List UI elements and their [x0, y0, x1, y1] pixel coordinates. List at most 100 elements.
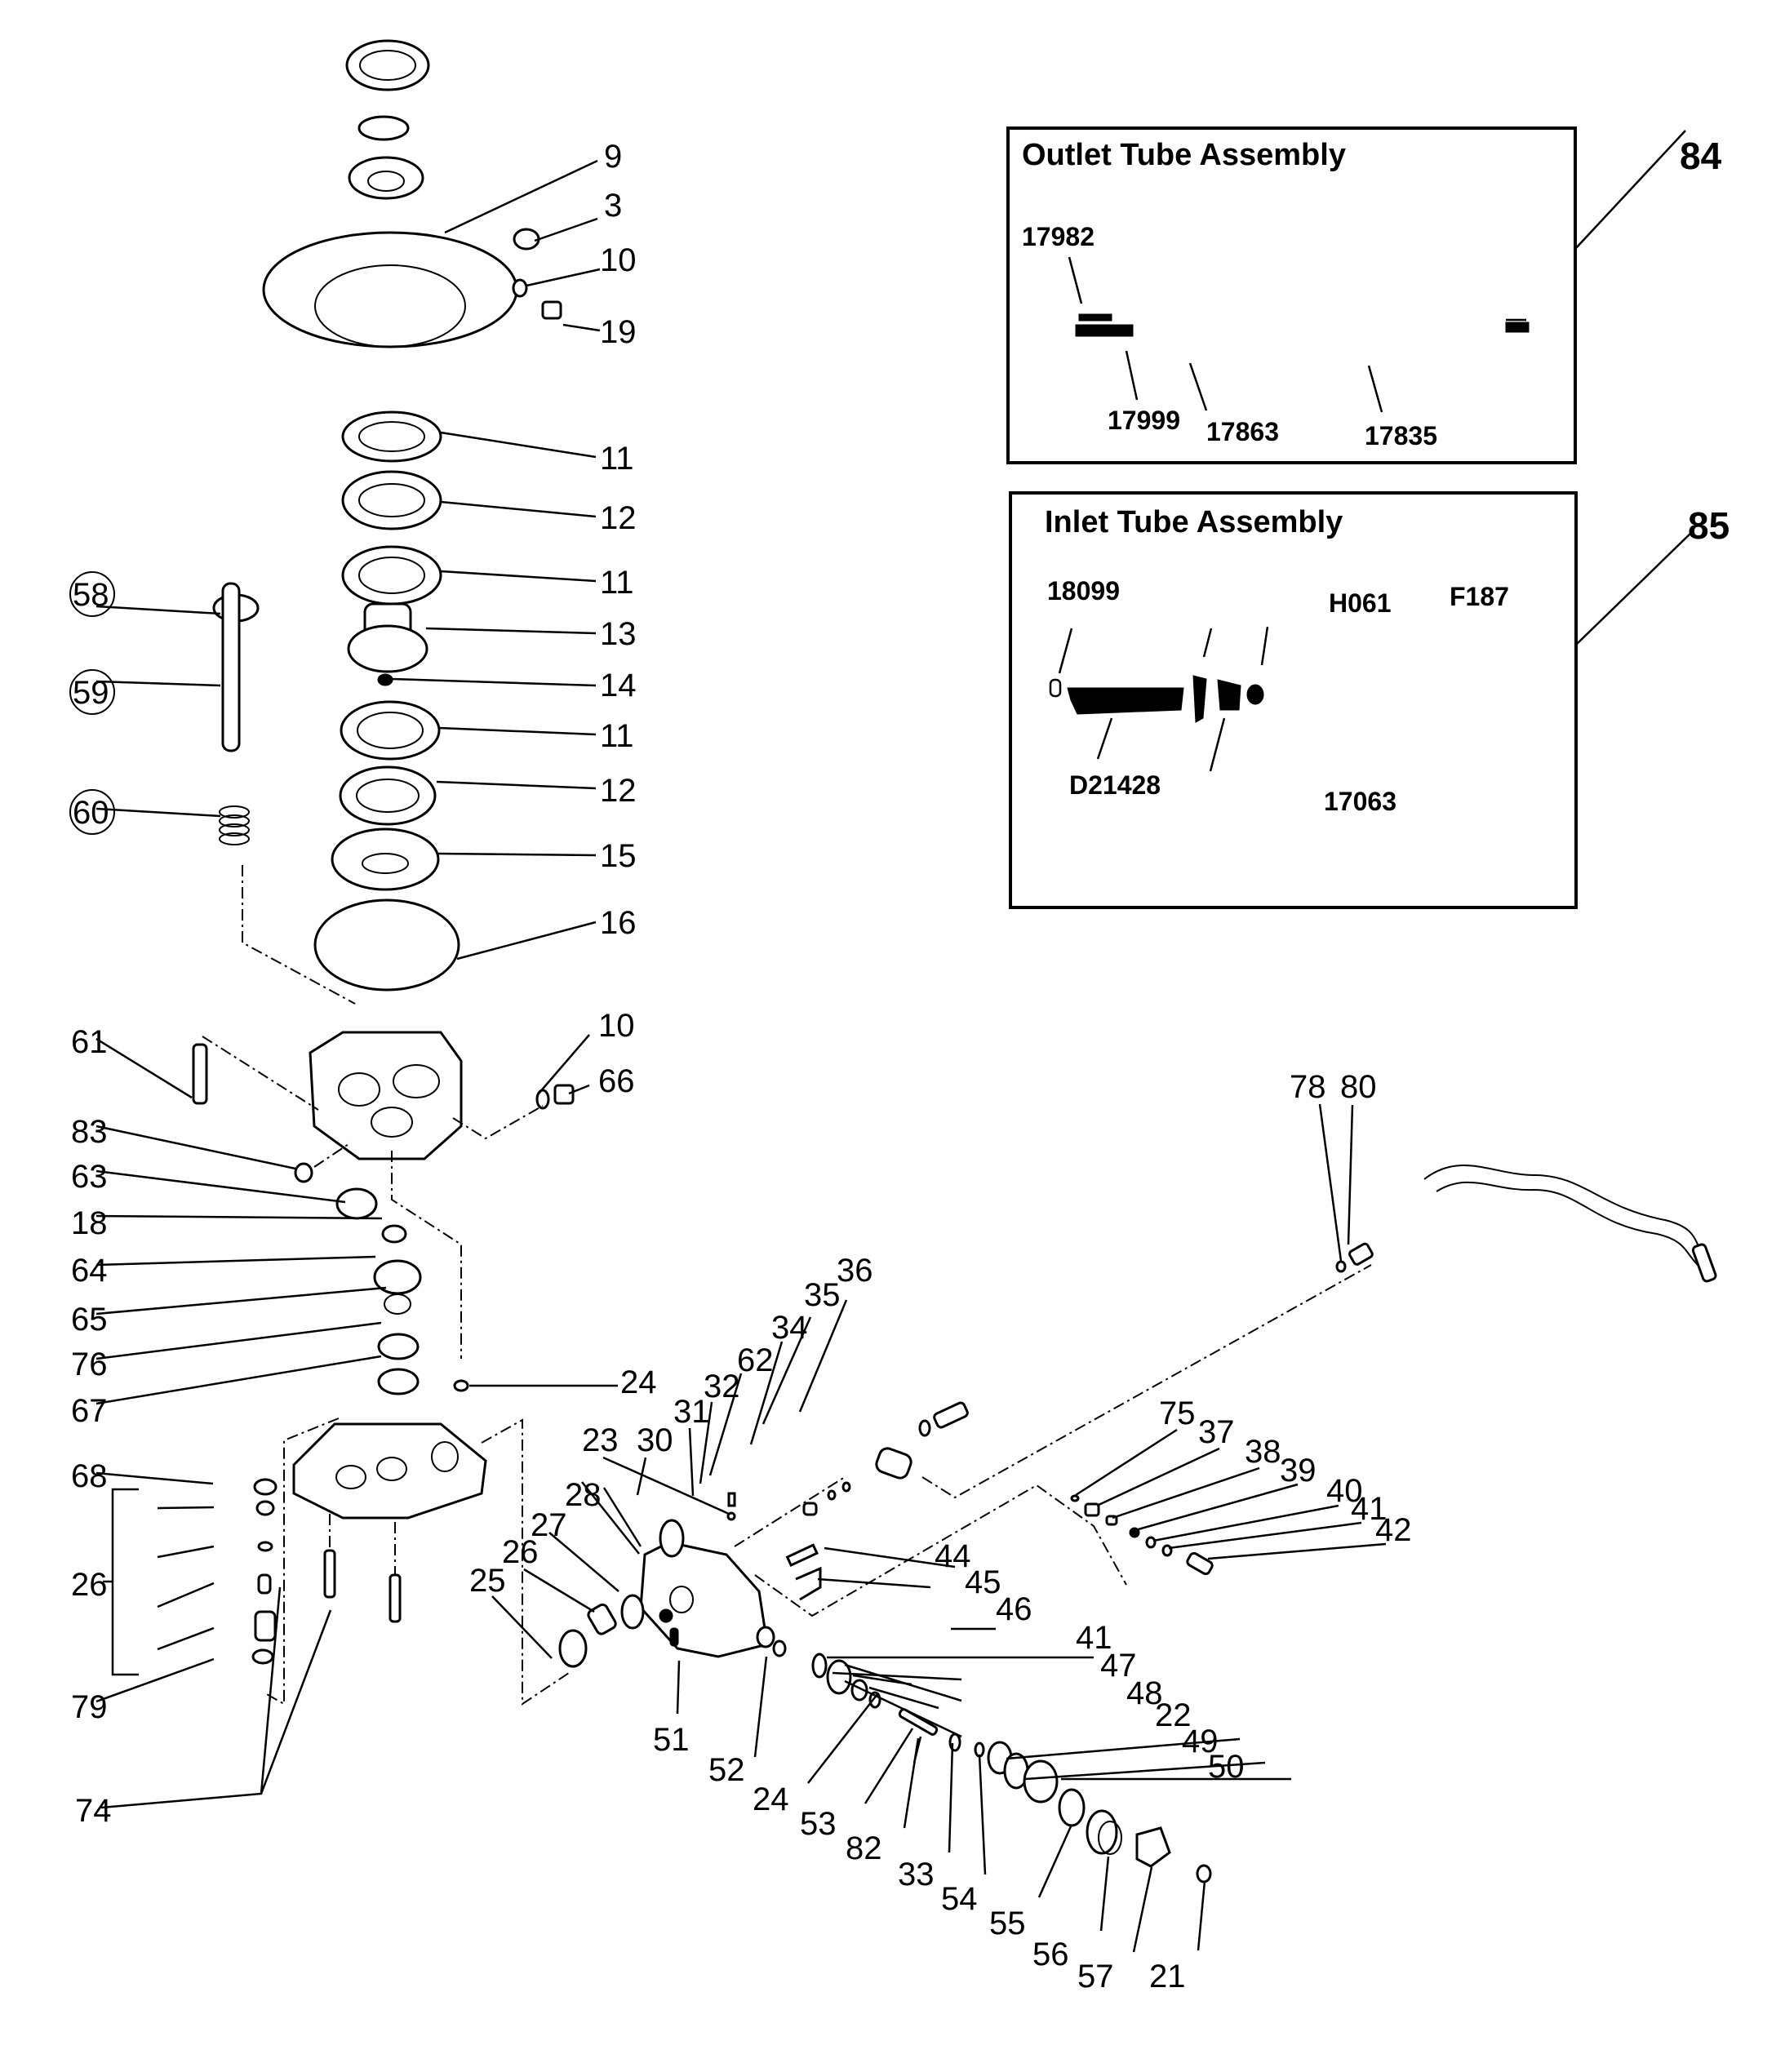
- unloader-body: [639, 1541, 769, 1658]
- callout-circle: [69, 669, 115, 715]
- bolt-part: [389, 1573, 402, 1623]
- cap-nut-part: [1135, 1826, 1171, 1868]
- callout-27: 27: [531, 1507, 567, 1543]
- callout-circle: [69, 571, 115, 617]
- part-number: F187: [1450, 582, 1509, 611]
- washer-part: [1058, 1788, 1086, 1827]
- seal-part: [341, 470, 442, 530]
- snap-ring-part: [357, 115, 410, 141]
- port: [376, 1457, 407, 1481]
- callout-25: 25: [469, 1563, 506, 1599]
- port: [669, 1586, 694, 1613]
- callout-23: 23: [582, 1422, 619, 1458]
- plug-part: [513, 228, 540, 251]
- seal-part: [974, 1741, 985, 1758]
- callout-49: 49: [1182, 1724, 1219, 1759]
- assembly-line: [313, 1142, 352, 1168]
- port: [338, 1072, 380, 1107]
- seal-part: [358, 483, 425, 517]
- pump-head-body: [309, 1031, 463, 1160]
- inset-inlet-tube-assembly: Inlet Tube Assembly 85 18099 H061 F187 D…: [1009, 491, 1729, 909]
- oil-seal-part: [345, 39, 430, 91]
- arrow: [1058, 628, 1073, 674]
- oring-part: [772, 1639, 787, 1657]
- callout-40: 40: [1326, 1473, 1363, 1509]
- part-number: 17863: [1206, 417, 1279, 446]
- callout-10: 10: [598, 1008, 635, 1044]
- spring-part: [1086, 1809, 1118, 1855]
- oring-part: [1070, 1494, 1080, 1502]
- crankcase-assembly: [262, 39, 562, 348]
- ball-part: [726, 1511, 736, 1521]
- manifold: [264, 1418, 570, 1706]
- callout-44: 44: [935, 1538, 971, 1574]
- callout-circle: [69, 789, 115, 835]
- inlet-fitting-part: [1217, 679, 1241, 711]
- assembly-line: [202, 1036, 319, 1111]
- callout-10: 10: [600, 242, 637, 278]
- callout-59: 59: [73, 675, 109, 711]
- valve-cage-part: [254, 1610, 277, 1642]
- plug-part: [553, 1084, 575, 1105]
- hose-assembly: [1070, 1165, 1717, 1576]
- seal-part: [356, 779, 420, 813]
- inset-title: Outlet Tube Assembly: [1022, 138, 1346, 172]
- inset-outlet-tube-assembly: Outlet Tube Assembly 84 17982 17999 1786…: [1006, 126, 1722, 464]
- unloader-parts: [212, 582, 356, 1005]
- callout-11: 11: [600, 441, 634, 477]
- washer-part: [251, 1648, 274, 1665]
- callout-60: 60: [73, 795, 109, 831]
- crankcase-flange-part: [262, 231, 518, 348]
- inlet-washer-part: [1049, 678, 1062, 698]
- seat-part: [1023, 1759, 1059, 1804]
- port: [335, 1465, 366, 1489]
- callout-16: 16: [600, 905, 637, 941]
- push-rod-part: [221, 582, 241, 752]
- arrow: [1096, 717, 1113, 760]
- leader-lines: [95, 159, 1387, 1953]
- callout-54: 54: [941, 1881, 978, 1917]
- part-number: 18099: [1047, 576, 1120, 606]
- assembly-line: [481, 1418, 570, 1706]
- callout-55: 55: [989, 1906, 1026, 1941]
- callout-41: 41: [1076, 1620, 1112, 1656]
- callout-32: 32: [704, 1369, 740, 1404]
- inset-frame: [1009, 491, 1578, 909]
- bolt-part: [192, 1043, 208, 1105]
- callout-34: 34: [771, 1310, 808, 1346]
- oring-part: [1145, 1536, 1157, 1549]
- bolt-part: [785, 1543, 819, 1568]
- screw-part: [727, 1492, 736, 1507]
- callout-21: 21: [1149, 1959, 1186, 1994]
- callout-33: 33: [898, 1857, 935, 1892]
- callout-61: 61: [71, 1024, 108, 1060]
- outlet-fitting-part: [1505, 322, 1530, 333]
- valve-stack: [335, 1187, 469, 1395]
- callout-65: 65: [71, 1302, 108, 1338]
- plug-part: [294, 1162, 313, 1183]
- callout-82: 82: [846, 1830, 882, 1866]
- callout-28: 28: [565, 1477, 602, 1513]
- callout-67: 67: [71, 1393, 108, 1429]
- part-number: 17835: [1365, 421, 1437, 450]
- seal-stack: [313, 410, 460, 992]
- bearing-part: [348, 156, 424, 200]
- crankcase-body-part: [314, 264, 466, 348]
- callout-66: 66: [598, 1063, 635, 1099]
- callout-74: 74: [75, 1793, 112, 1829]
- oil-seal-part: [359, 50, 416, 81]
- callout-37: 37: [1198, 1414, 1235, 1450]
- inlet-tube-part: [1067, 687, 1184, 715]
- assembly-line: [734, 1476, 846, 1547]
- check-valve-group: [103, 1478, 278, 1676]
- hose-part: [1436, 1181, 1698, 1266]
- oring-part: [1335, 1260, 1347, 1273]
- leader-line: [1575, 530, 1694, 646]
- callout-19: 19: [600, 314, 637, 350]
- port: [659, 1519, 685, 1558]
- callout-50: 50: [1208, 1749, 1245, 1785]
- callout-47: 47: [1100, 1648, 1137, 1684]
- cap-part: [1196, 1864, 1212, 1883]
- oring-part: [558, 1629, 588, 1668]
- callout-45: 45: [965, 1564, 1001, 1600]
